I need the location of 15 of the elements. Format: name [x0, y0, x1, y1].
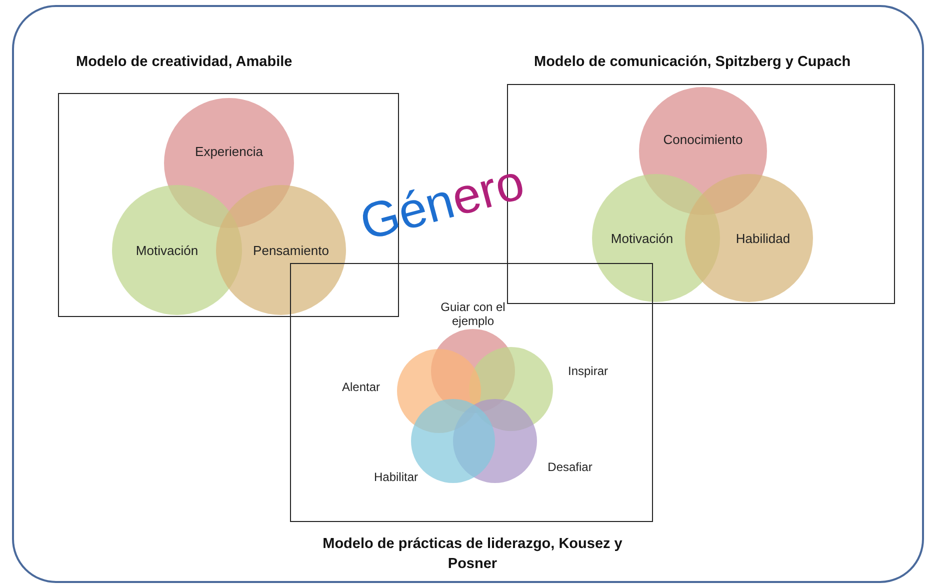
- circle-label: Motivación: [136, 242, 198, 258]
- circle-label: Pensamiento: [253, 242, 329, 258]
- model-title: Modelo de prácticas de liderazgo, Kousez y Posner: [322, 535, 624, 574]
- circle-label: Conocimiento: [663, 132, 743, 146]
- circle-caption: Guiar con el ejemplo: [440, 300, 506, 328]
- overlay-word: Género: [355, 156, 530, 248]
- circle-label: Habilidad: [736, 230, 790, 246]
- circle-caption: Inspirar: [566, 364, 609, 378]
- model-title: Modelo de comunicación, Spitzberg y Cupach: [534, 54, 851, 70]
- circle-caption: Habilitar: [372, 470, 419, 484]
- circle-label: Motivación: [610, 230, 674, 246]
- circle-caption: Desafiar: [546, 460, 594, 474]
- circle-caption: Alentar: [340, 380, 382, 394]
- circle-label: Experiencia: [195, 144, 263, 158]
- model-title: Modelo de creatividad, Amabile: [76, 54, 292, 70]
